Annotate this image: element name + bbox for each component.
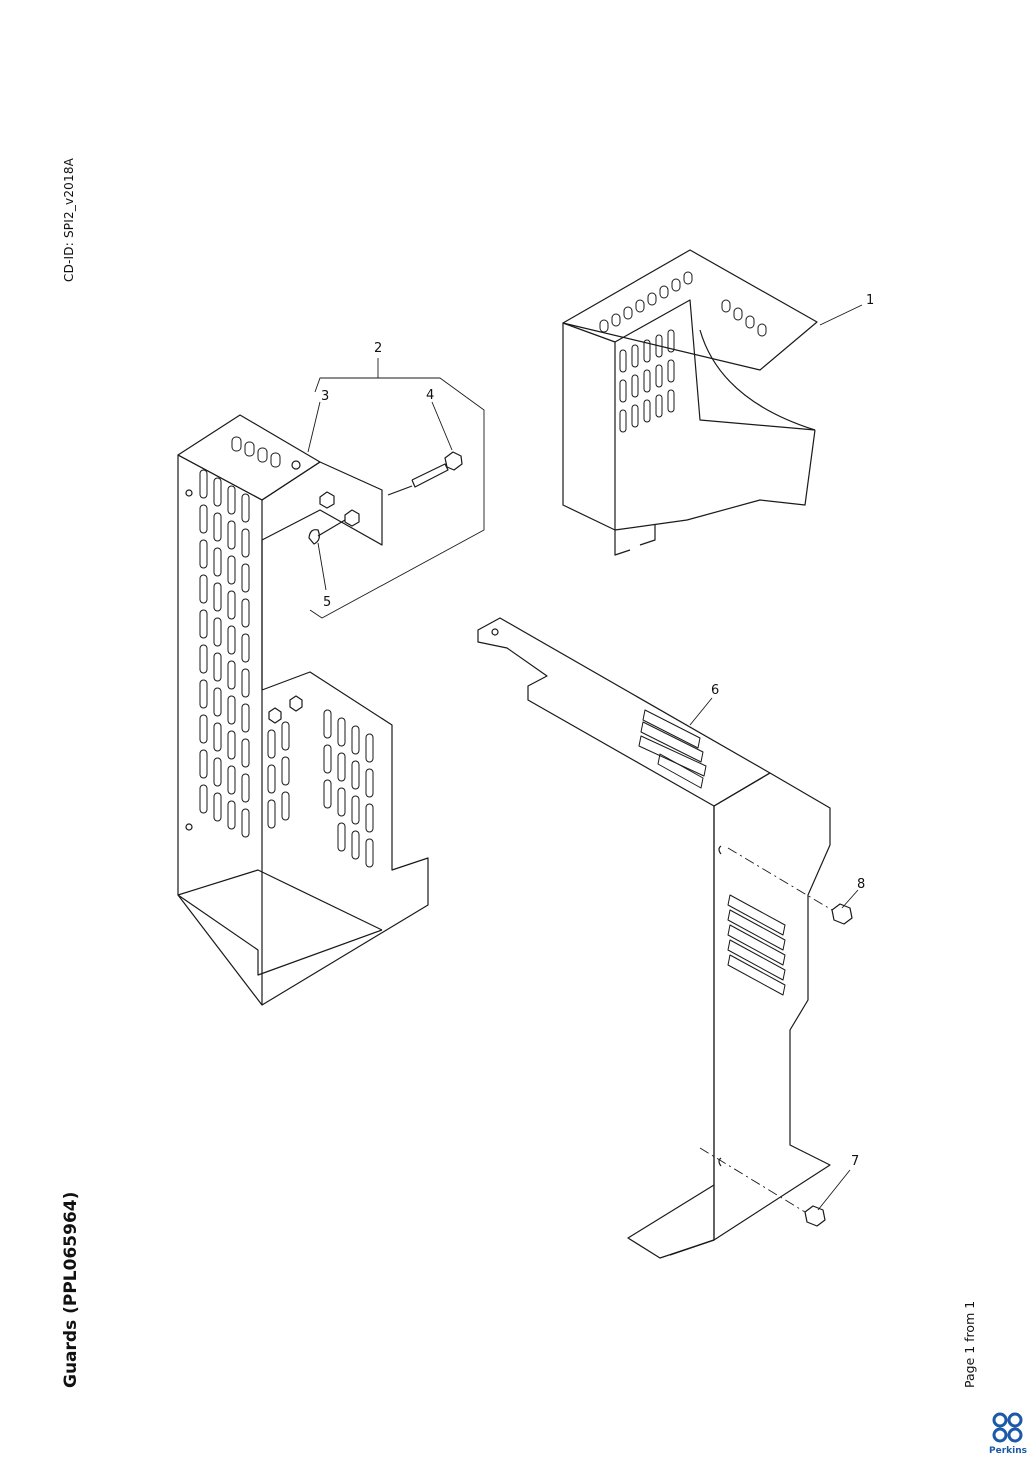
screw-part-7 bbox=[699, 1147, 826, 1227]
guard-part-6 bbox=[477, 617, 831, 1259]
callout-1: 1 bbox=[866, 293, 874, 308]
callout-8: 8 bbox=[857, 877, 865, 892]
guard-part-1 bbox=[562, 249, 818, 556]
guard-part-3 bbox=[177, 414, 429, 1006]
callout-6: 6 bbox=[711, 683, 719, 698]
perkins-logo-icon bbox=[992, 1412, 1023, 1443]
callout-labels: 1 2 3 4 5 6 7 8 bbox=[321, 293, 874, 1169]
nut-part-5 bbox=[308, 491, 360, 545]
callout-4: 4 bbox=[426, 388, 434, 403]
callout-3: 3 bbox=[321, 389, 329, 404]
callout-5: 5 bbox=[323, 595, 331, 610]
callout-2: 2 bbox=[374, 341, 382, 356]
screw-part-8 bbox=[727, 847, 853, 925]
leader-lines bbox=[307, 304, 863, 1211]
brand-name: Perkins bbox=[989, 1446, 1027, 1456]
callout-7: 7 bbox=[851, 1154, 859, 1169]
bolt-part-4 bbox=[387, 451, 463, 496]
